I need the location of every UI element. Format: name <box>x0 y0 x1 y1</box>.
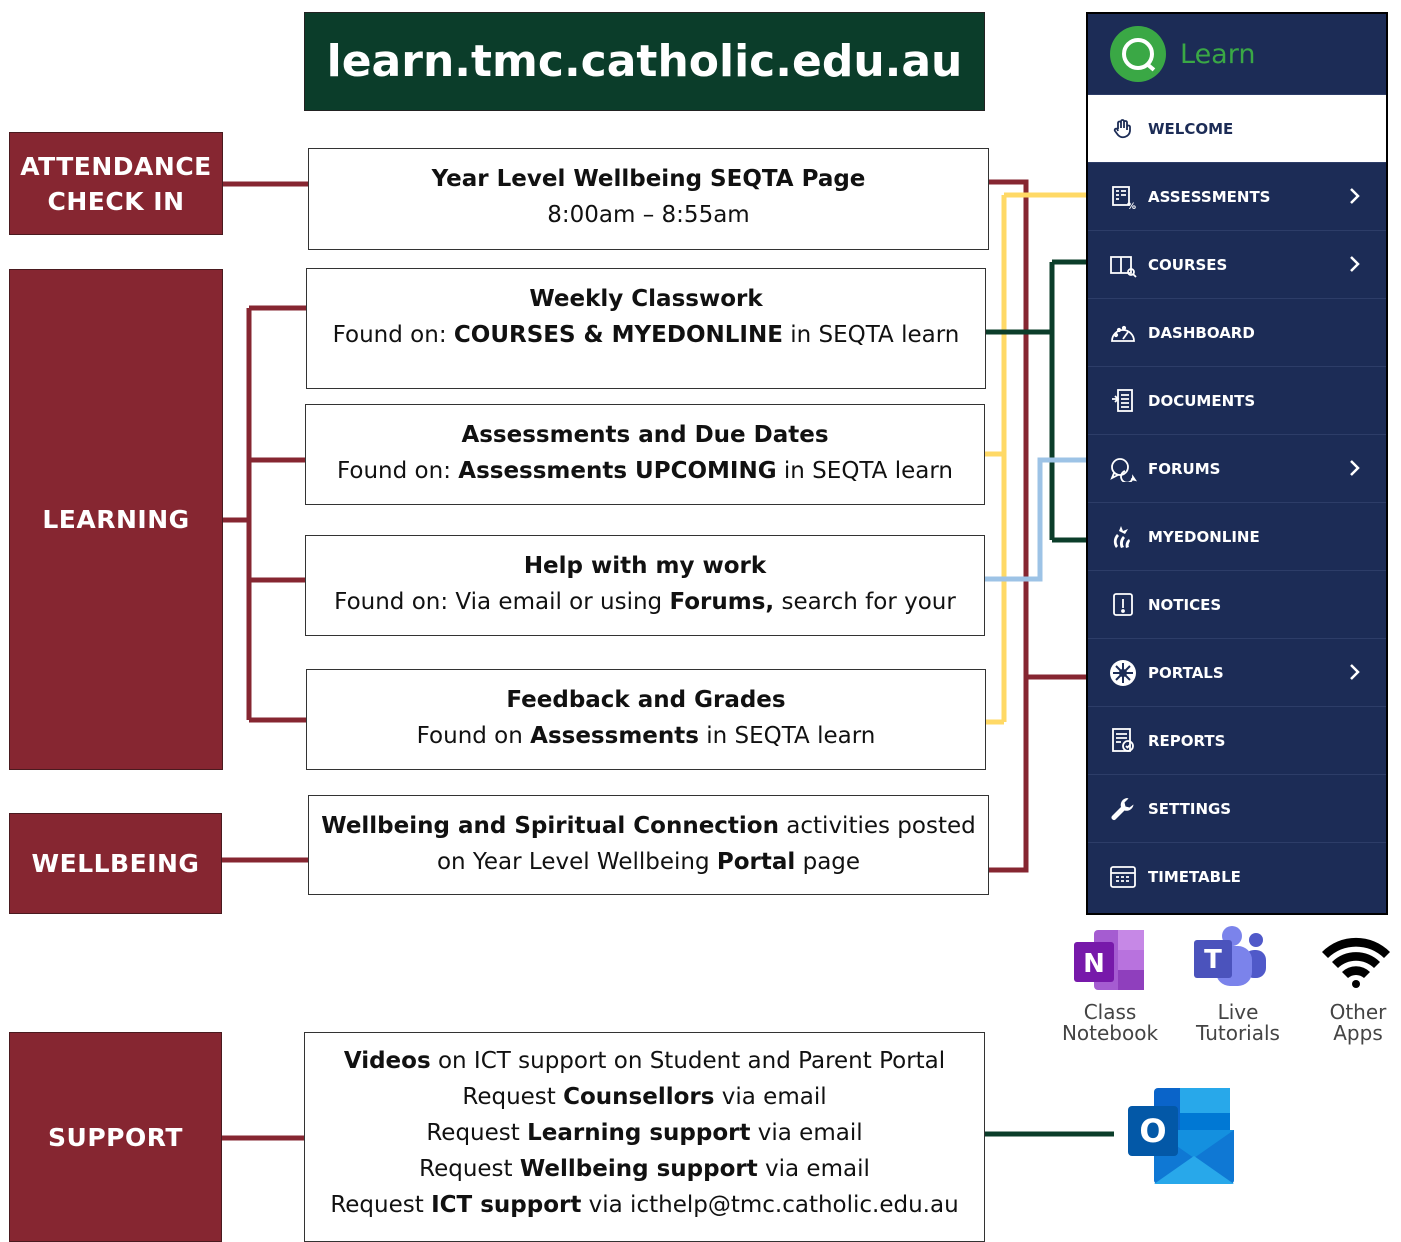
support-videos: Videos on ICT support on Student and Par… <box>343 1048 946 1074</box>
support-ict: Request ICT support via icthelp@tmc.cath… <box>330 1192 959 1218</box>
classwork-box: Weekly Classwork Found on: COURSES & MYE… <box>306 268 986 389</box>
notice-icon <box>1108 590 1138 620</box>
calendar-icon <box>1108 862 1138 892</box>
grades-icon: % <box>1108 182 1138 212</box>
assessments-box: Assessments and Due Dates Found on: Asse… <box>305 404 985 505</box>
document-icon <box>1108 386 1138 416</box>
feedback-box: Feedback and Grades Found on Assessments… <box>306 669 986 770</box>
wellbeing-box: Wellbeing and Spiritual Connection activ… <box>308 795 989 895</box>
nav-item-portals[interactable]: PORTALS <box>1088 638 1386 707</box>
nav-item-label: WELCOME <box>1148 120 1234 138</box>
nav-item-settings[interactable]: SETTINGS <box>1088 774 1386 843</box>
category-support-label: SUPPORT <box>48 1122 183 1152</box>
svg-text:T: T <box>1204 945 1222 975</box>
onenote-icon[interactable]: N <box>1072 928 1146 992</box>
myedonline-icon <box>1108 522 1138 552</box>
help-box: Help with my work Found on: Via email or… <box>305 535 985 636</box>
classwork-box-location: Found on: COURSES & MYEDONLINE in SEQTA … <box>332 322 960 348</box>
category-support: SUPPORT <box>9 1032 222 1242</box>
nav-item-label: TIMETABLE <box>1148 868 1241 886</box>
category-attendance-line1: ATTENDANCE <box>20 151 212 181</box>
nav-item-welcome[interactable]: WELCOME <box>1088 94 1386 163</box>
svg-text:%: % <box>1127 202 1136 210</box>
wrench-icon <box>1108 794 1138 824</box>
chevron-right-icon <box>1350 188 1360 204</box>
attendance-box-time: 8:00am – 8:55am <box>547 202 750 228</box>
nav-item-label: SETTINGS <box>1148 800 1232 818</box>
nav-header: Learn <box>1088 14 1386 94</box>
feedback-box-heading: Feedback and Grades <box>506 687 786 713</box>
category-learning-label: LEARNING <box>42 505 190 534</box>
learn-logo-icon <box>1110 26 1166 82</box>
svg-text:O: O <box>1139 1112 1166 1150</box>
nav-item-notices[interactable]: NOTICES <box>1088 570 1386 639</box>
support-learning: Request Learning support via email <box>426 1120 863 1146</box>
assessments-box-heading: Assessments and Due Dates <box>461 422 829 448</box>
nav-item-forums[interactable]: FORUMS <box>1088 434 1386 503</box>
nav-item-label: ASSESSMENTS <box>1148 188 1271 206</box>
support-counsellors: Request Counsellors via email <box>462 1084 827 1110</box>
category-wellbeing-label: WELLBEING <box>31 849 200 878</box>
nav-item-timetable[interactable]: TIMETABLE <box>1088 842 1386 911</box>
feedback-box-location: Found on Assessments in SEQTA learn <box>416 723 876 749</box>
nav-item-documents[interactable]: DOCUMENTS <box>1088 366 1386 435</box>
support-box: Videos on ICT support on Student and Par… <box>304 1032 985 1242</box>
help-box-heading: Help with my work <box>523 553 767 579</box>
site-title: learn.tmc.catholic.edu.au <box>304 12 985 111</box>
gauge-icon <box>1108 318 1138 348</box>
support-wellbeing: Request Wellbeing support via email <box>419 1156 870 1182</box>
svg-text:N: N <box>1083 949 1105 979</box>
chevron-right-icon <box>1350 256 1360 272</box>
nav-item-label: REPORTS <box>1148 732 1226 750</box>
portal-icon <box>1108 658 1138 688</box>
attendance-box-heading: Year Level Wellbeing SEQTA Page <box>431 166 866 192</box>
nav-item-label: DASHBOARD <box>1148 324 1255 342</box>
nav-item-label: MYEDONLINE <box>1148 528 1260 546</box>
nav-item-dashboard[interactable]: DASHBOARD <box>1088 298 1386 367</box>
attendance-box: Year Level Wellbeing SEQTA Page 8:00am –… <box>308 148 989 250</box>
report-icon <box>1108 726 1138 756</box>
nav-brand: Learn <box>1180 38 1256 70</box>
hand-wave-icon <box>1108 114 1138 144</box>
chevron-right-icon <box>1350 664 1360 680</box>
teams-icon[interactable]: T <box>1192 924 1270 990</box>
portal-connector <box>988 179 1029 873</box>
assessments-box-location: Found on: Assessments UPCOMING in SEQTA … <box>337 458 953 484</box>
category-attendance: ATTENDANCE CHECK IN <box>9 132 223 235</box>
nav-item-reports[interactable]: REPORTS <box>1088 706 1386 775</box>
nav-item-label: COURSES <box>1148 256 1228 274</box>
classwork-box-heading: Weekly Classwork <box>529 286 763 312</box>
nav-item-label: FORUMS <box>1148 460 1221 478</box>
category-wellbeing: WELLBEING <box>9 813 222 914</box>
chat-icon <box>1108 454 1138 484</box>
category-learning: LEARNING <box>9 269 223 770</box>
nav-item-label: DOCUMENTS <box>1148 392 1256 410</box>
wifi-icon[interactable] <box>1318 934 1394 990</box>
book-icon <box>1108 250 1138 280</box>
outlook-icon[interactable]: O <box>1126 1086 1236 1186</box>
forums-connector <box>985 457 1086 582</box>
nav-item-courses[interactable]: COURSES <box>1088 230 1386 299</box>
wellbeing-box-line1: Wellbeing and Spiritual Connection activ… <box>321 813 976 839</box>
chevron-right-icon <box>1350 460 1360 476</box>
nav-item-myedonline[interactable]: MYEDONLINE <box>1088 502 1386 571</box>
help-box-location: Found on: Via email or using Forums, sea… <box>334 589 956 615</box>
seqta-nav-panel: Learn WELCOME % ASSESSMENTS COURSES DASH… <box>1086 12 1388 915</box>
category-attendance-line2: CHECK IN <box>47 186 185 216</box>
wellbeing-box-line2: on Year Level Wellbeing Portal page <box>436 849 861 875</box>
nav-item-label: PORTALS <box>1148 664 1224 682</box>
nav-item-assessments[interactable]: % ASSESSMENTS <box>1088 162 1386 231</box>
nav-item-label: NOTICES <box>1148 596 1222 614</box>
